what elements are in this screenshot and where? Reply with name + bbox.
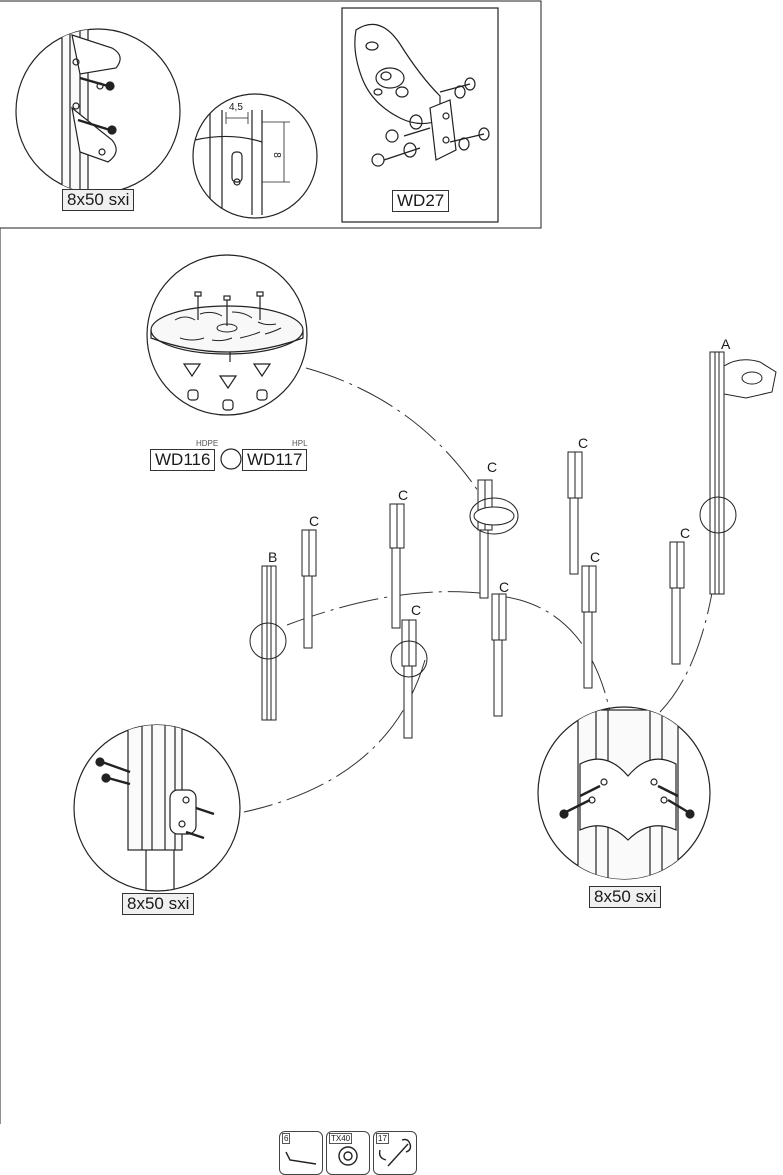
- platform-code-right: WD117: [242, 449, 308, 471]
- screw-label-right: 8x50 sxi: [589, 886, 662, 908]
- allen-key-icon: 6: [279, 1131, 323, 1175]
- wrench-icon: 17: [373, 1131, 417, 1175]
- post-c: [477, 479, 493, 599]
- screw-label-left: 8x50 sxi: [122, 893, 195, 915]
- post-b: [261, 565, 277, 721]
- post-tag-c: C: [487, 459, 498, 475]
- screw-label-top: 8x50 sxi: [62, 189, 135, 211]
- material-left-label: HDPE: [196, 439, 219, 448]
- post-tag-b: B: [268, 549, 278, 565]
- post-tag-c: C: [499, 579, 510, 595]
- post-bracket-detail-circle: [15, 28, 181, 194]
- dimension-width-label: 4,5: [229, 102, 243, 113]
- platform-code-left: WD116: [150, 449, 216, 471]
- platform-detail-circle: [146, 254, 308, 470]
- post-c: [581, 565, 597, 689]
- top-detail-panel: [0, 0, 542, 1124]
- tool-size-label: TX40: [329, 1133, 353, 1144]
- highlight-rings: [249, 496, 737, 678]
- post-tag-c: C: [578, 435, 589, 451]
- post-screw-detail-circle-left: [73, 724, 241, 892]
- dimension-height-label: 8: [270, 152, 282, 158]
- post-c: [567, 451, 583, 575]
- post-tag-a: A: [721, 336, 731, 352]
- post-c: [491, 593, 507, 717]
- tool-icon-drawings: [285, 1138, 412, 1167]
- post-screw-detail-circle-right: [537, 706, 711, 880]
- post-c: [669, 541, 685, 665]
- wd27-bracket-box: [341, 7, 499, 223]
- post-tag-c: C: [411, 602, 422, 618]
- post-c: [301, 529, 317, 649]
- material-right-label: HPL: [292, 439, 308, 448]
- material-choice-circle: [220, 448, 242, 470]
- post-c: [401, 619, 417, 739]
- post-tag-c: C: [398, 487, 409, 503]
- post-tag-c: C: [590, 549, 601, 565]
- torx-bit-icon: TX40: [326, 1131, 370, 1175]
- post-tag-c: C: [309, 513, 320, 529]
- tool-size-label: 6: [282, 1133, 291, 1144]
- tool-size-label: 17: [376, 1133, 389, 1144]
- post-a: [709, 351, 777, 595]
- post-tag-c: C: [680, 525, 691, 541]
- post-c: [389, 503, 405, 629]
- bracket-code-label: WD27: [392, 190, 450, 212]
- hole-dimension-detail-circle: [192, 93, 318, 219]
